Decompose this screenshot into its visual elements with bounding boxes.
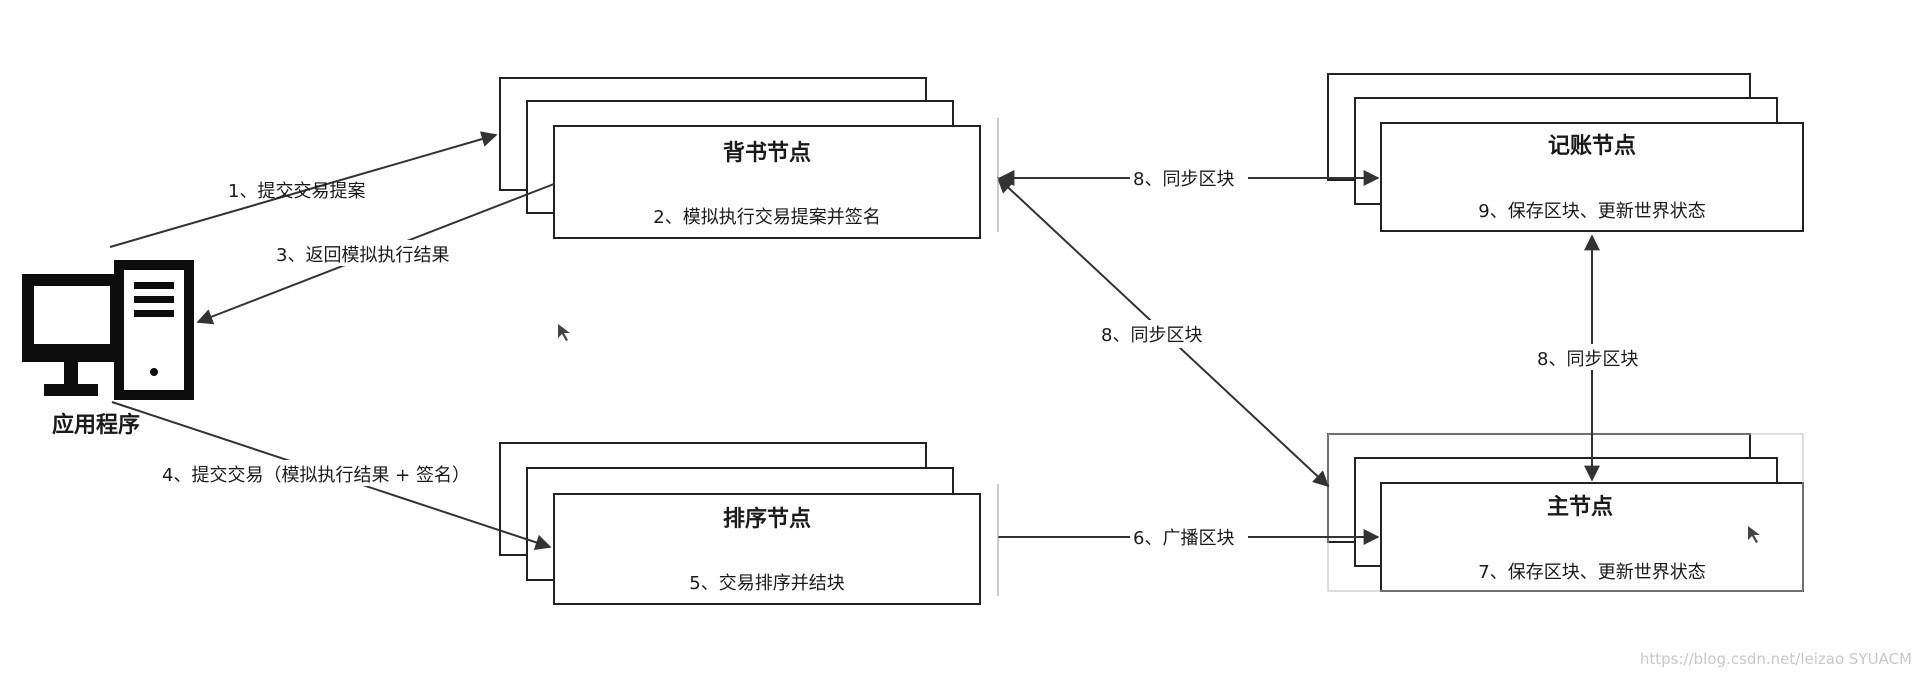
edge-sync-committer-leader-label-bg [1534, 344, 1652, 370]
selection-frame [1327, 433, 1804, 592]
edge-submit-proposal [109, 131, 498, 248]
endorser-node-desc: 2、模拟执行交易提案并签名 [653, 207, 880, 228]
committer-node-desc: 9、保存区块、更新世界状态 [1478, 201, 1705, 222]
edge-sync-endorser-leader-label-bg [1098, 320, 1222, 348]
orderer-node[interactable]: 排序节点 5、交易排序并结块 [499, 442, 981, 605]
cursor-icon-2 [1748, 526, 1760, 543]
edge-return-result-label-bg [272, 240, 472, 266]
committer-node-title: 记账节点 [1548, 133, 1636, 159]
computer-icon [22, 260, 194, 400]
edge-return-result-label: 3、返回模拟执行结果 [276, 245, 449, 266]
edge-submit-tx-label: 4、提交交易（模拟执行结果 + 签名） [162, 465, 470, 486]
watermark: https://blog.csdn.net/leizao SYUACM [1640, 650, 1912, 668]
orderer-node-desc: 5、交易排序并结块 [689, 573, 844, 594]
endorser-node[interactable]: 背书节点 2、模拟执行交易提案并签名 [499, 77, 981, 239]
cursor-icon [558, 324, 570, 341]
leader-node-title: 主节点 [1547, 494, 1613, 520]
leader-node-front [1380, 482, 1804, 592]
edge-broadcast-label: 6、广播区块 [1133, 528, 1234, 549]
orderer-node-title: 排序节点 [723, 506, 811, 532]
application-node[interactable]: 应用程序 [22, 260, 194, 438]
edge-broadcast-label-bg [1130, 523, 1248, 549]
committer-node[interactable]: 记账节点 9、保存区块、更新世界状态 [1327, 73, 1804, 232]
endorser-node-title: 背书节点 [723, 140, 811, 166]
edge-sync-committer-leader-label: 8、同步区块 [1537, 349, 1638, 370]
edge-submit-proposal-label: 1、提交交易提案 [228, 181, 365, 202]
leader-node[interactable]: 主节点 7、保存区块、更新世界状态 [1327, 433, 1804, 592]
endorser-node-front [553, 125, 981, 239]
committer-node-front [1380, 122, 1804, 232]
orderer-node-front [553, 493, 981, 605]
application-label: 应用程序 [52, 412, 140, 438]
edge-sync-endorser-committer-label: 8、同步区块 [1133, 169, 1234, 190]
leader-node-desc: 7、保存区块、更新世界状态 [1478, 562, 1705, 583]
edge-submit-tx-label-bg [158, 460, 498, 486]
edge-sync-endorser-leader-label: 8、同步区块 [1101, 325, 1202, 346]
